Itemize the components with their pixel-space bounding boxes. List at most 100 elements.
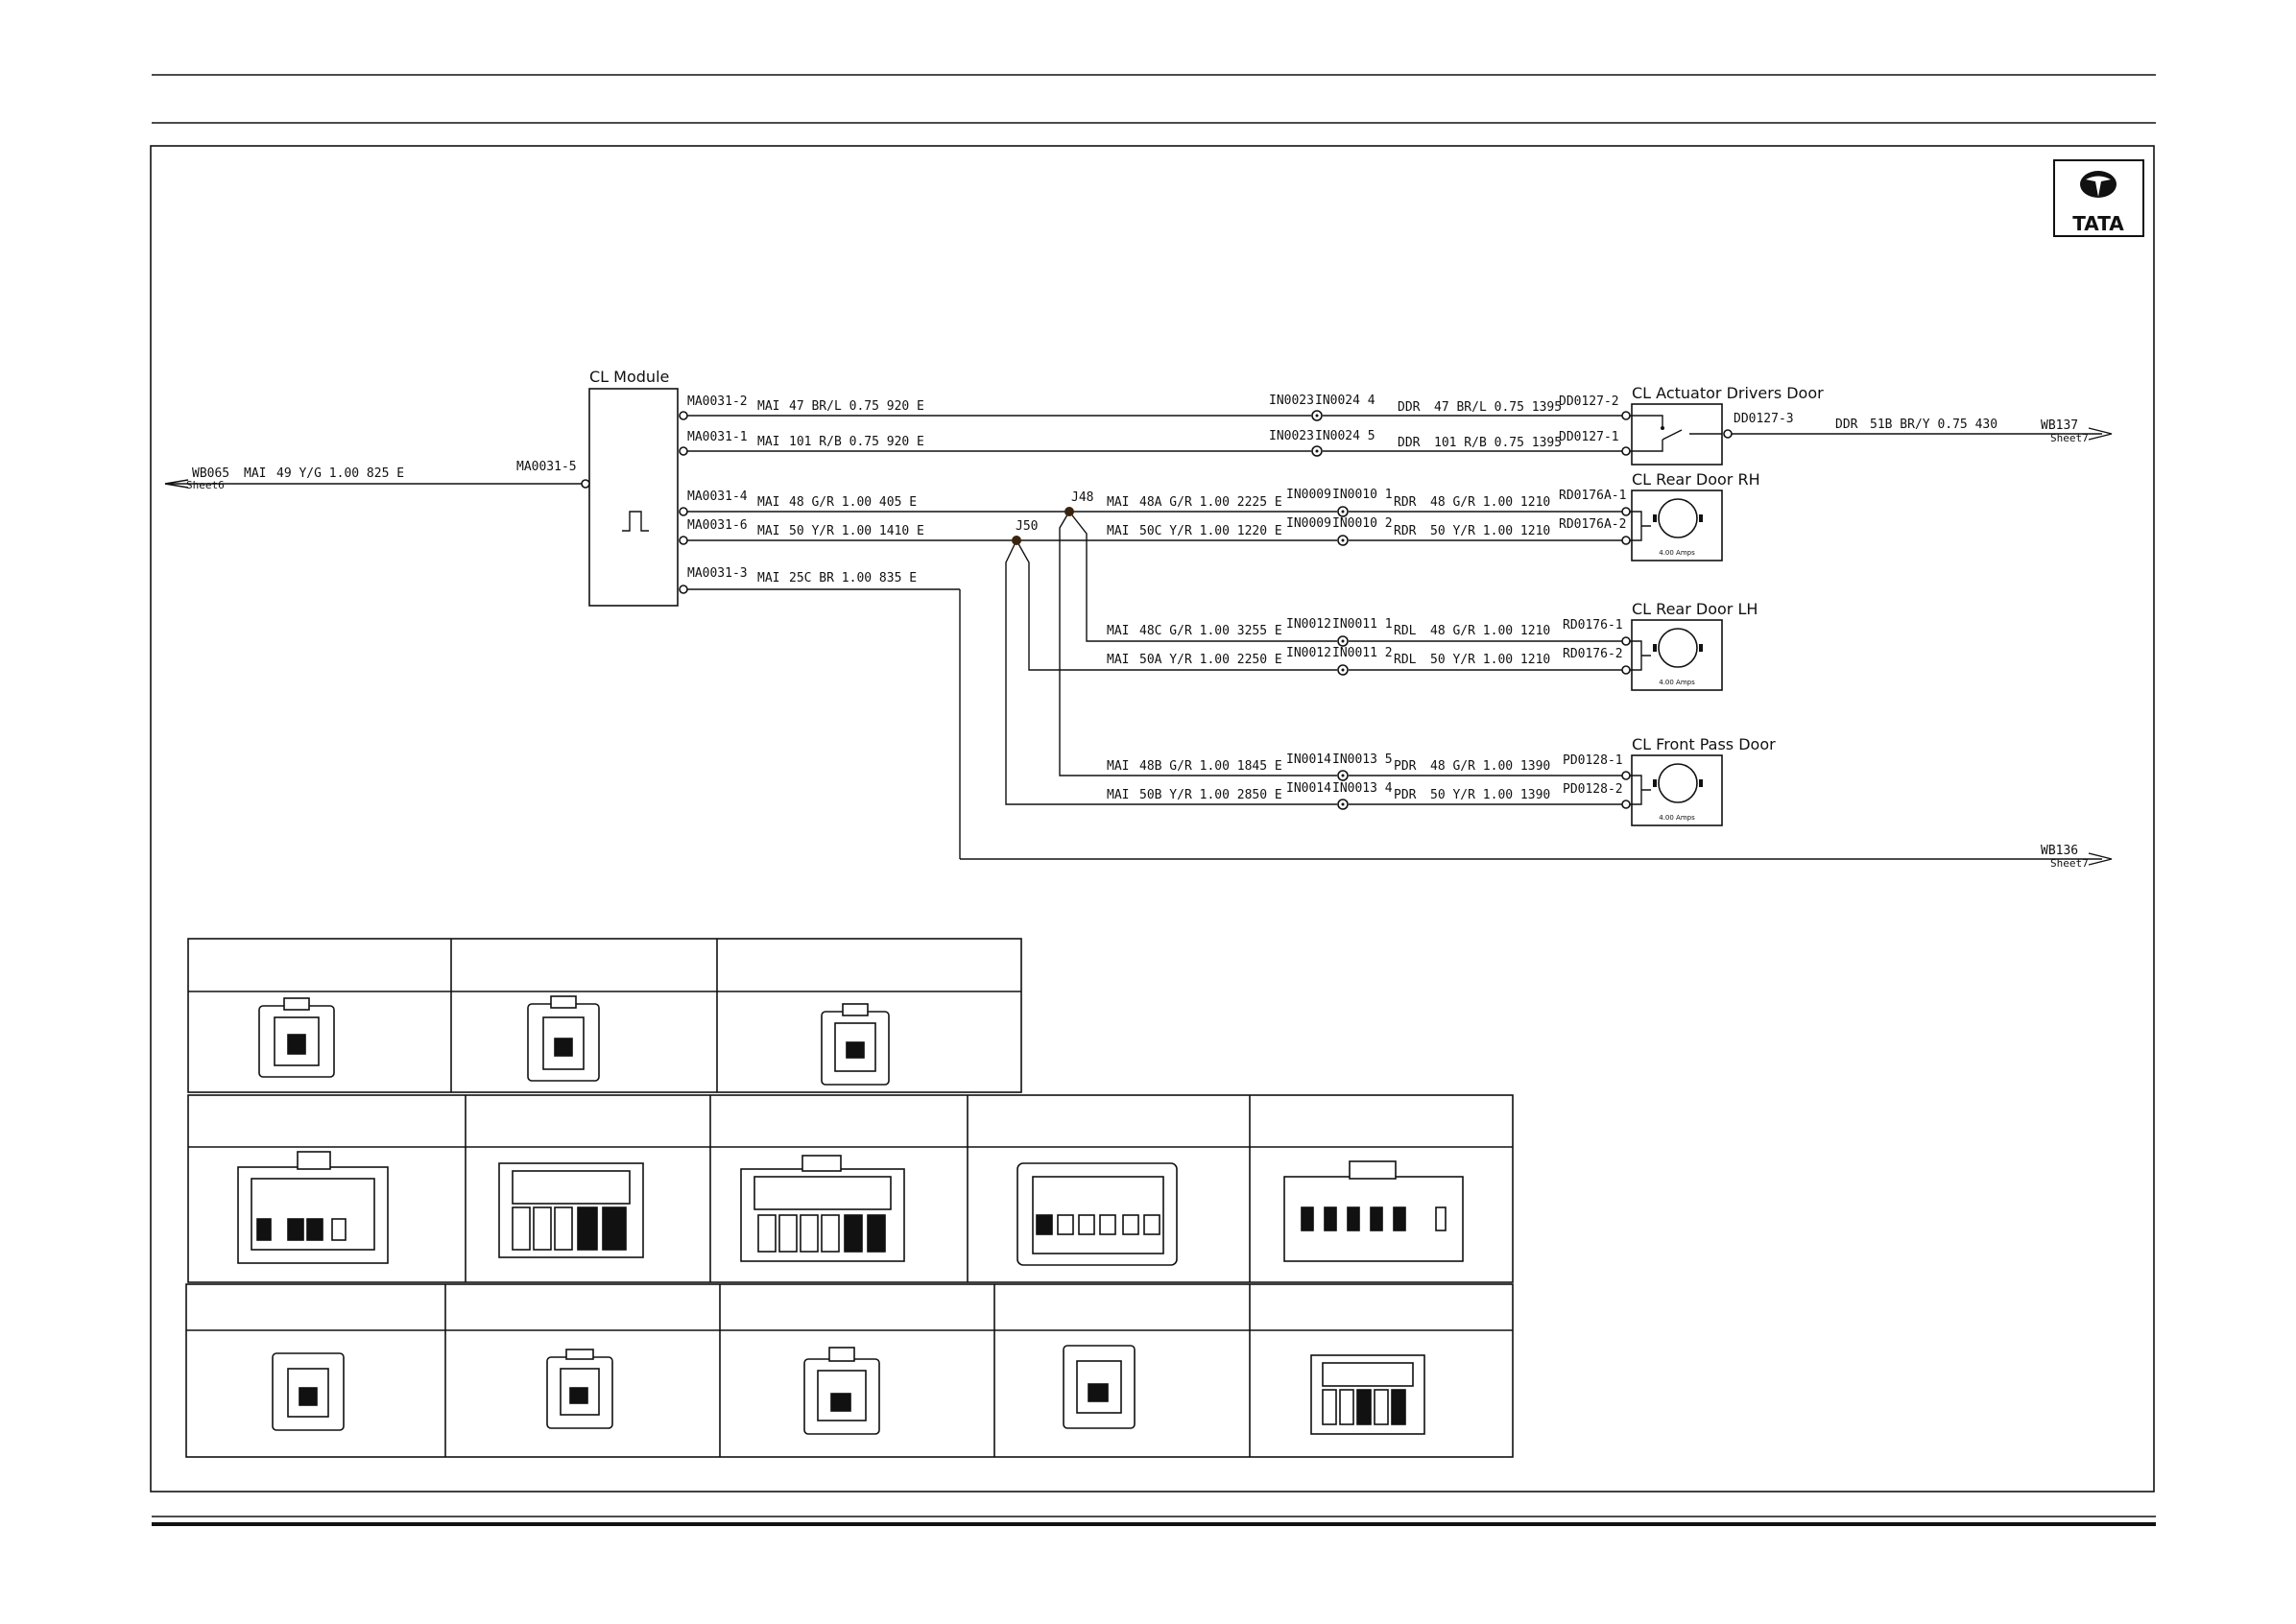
- svg-text:IN0009: IN0009: [1286, 488, 1331, 502]
- svg-text:IN0010 1: IN0010 1: [1332, 488, 1393, 502]
- connector-face-icon: [740, 1155, 905, 1262]
- svg-text:DDR: DDR: [1835, 418, 1858, 432]
- svg-text:IN0024 5: IN0024 5: [1315, 429, 1375, 443]
- svg-text:4.00 Amps: 4.00 Amps: [1659, 814, 1695, 822]
- connector-face-icon: [237, 1151, 389, 1264]
- svg-text:CL Rear Door RH: CL Rear Door RH: [1632, 470, 1760, 489]
- svg-text:MA0031-3: MA0031-3: [687, 566, 748, 581]
- svg-text:49 Y/G 1.00 825 E: 49 Y/G 1.00 825 E: [276, 466, 404, 481]
- svg-text:MAI: MAI: [757, 435, 779, 449]
- svg-text:51B BR/Y 0.75 430: 51B BR/Y 0.75 430: [1870, 418, 1997, 432]
- motor-icon: [1658, 628, 1698, 668]
- left-connector: WB065 Sheet6 MAI 49 Y/G 1.00 825 E: [164, 466, 590, 491]
- svg-text:47 BR/L 0.75 1395: 47 BR/L 0.75 1395: [1434, 400, 1562, 415]
- connector-table-row3: [185, 1283, 1514, 1458]
- svg-text:48 G/R 1.00 1210: 48 G/R 1.00 1210: [1430, 495, 1550, 510]
- svg-text:RD0176A-2: RD0176A-2: [1559, 517, 1626, 532]
- svg-text:J48: J48: [1071, 490, 1093, 505]
- svg-text:DD0127-3: DD0127-3: [1734, 412, 1794, 426]
- svg-text:PD0128-2: PD0128-2: [1563, 782, 1623, 797]
- svg-text:WB065: WB065: [192, 466, 229, 481]
- svg-text:RDL: RDL: [1394, 624, 1417, 638]
- actuator-drivers-door: CL Actuator Drivers Door DD0127-3 DDR 51…: [1621, 384, 2113, 466]
- svg-text:DD0127-2: DD0127-2: [1559, 394, 1619, 409]
- svg-text:MAI: MAI: [244, 466, 266, 481]
- svg-text:IN0011 2: IN0011 2: [1332, 646, 1393, 660]
- svg-text:MA0031-6: MA0031-6: [687, 518, 748, 533]
- svg-text:48C G/R 1.00 3255 E: 48C G/R 1.00 3255 E: [1139, 624, 1282, 638]
- svg-text:MAI: MAI: [1107, 495, 1129, 510]
- svg-text:IN0024 4: IN0024 4: [1315, 394, 1375, 408]
- svg-text:IN0023: IN0023: [1269, 429, 1314, 443]
- svg-text:Sheet7: Sheet7: [2050, 432, 2089, 444]
- svg-text:PDR: PDR: [1394, 788, 1417, 802]
- svg-text:IN0014: IN0014: [1286, 781, 1331, 796]
- svg-text:MAI: MAI: [757, 524, 779, 538]
- svg-text:MAI: MAI: [1107, 624, 1129, 638]
- svg-text:IN0013 4: IN0013 4: [1332, 781, 1393, 796]
- connector-face-icon: [1283, 1160, 1464, 1262]
- svg-text:48 G/R 1.00 405 E: 48 G/R 1.00 405 E: [789, 495, 917, 510]
- svg-text:MAI: MAI: [757, 571, 779, 585]
- svg-text:MAI: MAI: [1107, 759, 1129, 774]
- driver-door-lines: IN0023 IN0024 4 DDR 47 BR/L 0.75 1395 DD…: [1269, 394, 1619, 450]
- connector-table-row2: [187, 1094, 1514, 1283]
- splice-j48: [1064, 507, 1074, 516]
- svg-text:RDR: RDR: [1394, 495, 1417, 510]
- svg-text:IN0009: IN0009: [1286, 516, 1331, 531]
- svg-text:50C Y/R 1.00 1220 E: 50C Y/R 1.00 1220 E: [1139, 524, 1282, 538]
- tata-logo: TATA: [2053, 159, 2144, 237]
- connector-face-icon: [272, 1352, 345, 1431]
- rear-door-rh: CL Rear Door RH 4.00 Amps: [1621, 470, 1760, 561]
- svg-text:MAI: MAI: [757, 399, 779, 414]
- svg-text:IN0010 2: IN0010 2: [1332, 516, 1393, 531]
- motor-icon: [1658, 763, 1698, 803]
- svg-text:101 R/B 0.75 1395: 101 R/B 0.75 1395: [1434, 436, 1562, 450]
- connector-face-icon: [546, 1349, 613, 1429]
- svg-text:50 Y/R 1.00 1390: 50 Y/R 1.00 1390: [1430, 788, 1550, 802]
- connector-face-icon: [1310, 1354, 1425, 1435]
- bottom-connector: WB136 Sheet7: [2041, 844, 2113, 870]
- svg-text:RDL: RDL: [1394, 653, 1417, 667]
- switch-icon: [1662, 429, 1683, 441]
- svg-text:CL Rear Door LH: CL Rear Door LH: [1632, 600, 1758, 618]
- logo-text: TATA: [2072, 212, 2124, 235]
- svg-text:RD0176A-1: RD0176A-1: [1559, 489, 1626, 503]
- svg-text:CL Front Pass Door: CL Front Pass Door: [1632, 735, 1776, 753]
- svg-text:WB137: WB137: [2041, 418, 2078, 433]
- splice-j50: [1012, 536, 1021, 545]
- branch-labels: MAI 48A G/R 1.00 2225 E IN0009 IN0010 1 …: [1107, 488, 1626, 802]
- svg-text:IN0012: IN0012: [1286, 617, 1331, 632]
- connector-face-icon: [498, 1162, 644, 1258]
- svg-text:MAI: MAI: [757, 495, 779, 510]
- svg-text:50 Y/R 1.00 1410 E: 50 Y/R 1.00 1410 E: [789, 524, 924, 538]
- svg-text:DD0127-1: DD0127-1: [1559, 430, 1619, 444]
- inline-connectors: [1311, 410, 1349, 810]
- svg-text:J50: J50: [1016, 519, 1038, 534]
- pulse-icon: [622, 511, 649, 532]
- connector-face-icon: [527, 995, 600, 1082]
- svg-text:4.00 Amps: 4.00 Amps: [1659, 679, 1695, 686]
- rear-door-lh: CL Rear Door LH 4.00 Amps: [1621, 600, 1758, 691]
- connector-face-icon: [1016, 1162, 1178, 1266]
- connector-face-icon: [821, 1003, 890, 1086]
- svg-text:48 G/R 1.00 1390: 48 G/R 1.00 1390: [1430, 759, 1550, 774]
- off-sheet-arrow-icon: [2088, 427, 2113, 441]
- connector-face-icon: [1063, 1345, 1136, 1429]
- front-pass-door: CL Front Pass Door 4.00 Amps: [1621, 735, 1776, 826]
- motor-icon: [1658, 498, 1698, 538]
- svg-text:48B G/R 1.00 1845 E: 48B G/R 1.00 1845 E: [1139, 759, 1282, 774]
- svg-text:MA0031-1: MA0031-1: [687, 430, 748, 444]
- wires: [687, 415, 2102, 860]
- svg-text:PD0128-1: PD0128-1: [1563, 753, 1623, 768]
- svg-text:RDR: RDR: [1394, 524, 1417, 538]
- svg-text:MAI: MAI: [1107, 788, 1129, 802]
- svg-text:MAI: MAI: [1107, 524, 1129, 538]
- svg-text:101 R/B 0.75 920 E: 101 R/B 0.75 920 E: [789, 435, 924, 449]
- connector-faces: [237, 995, 1464, 1435]
- svg-text:48A G/R 1.00 2225 E: 48A G/R 1.00 2225 E: [1139, 495, 1282, 510]
- svg-text:CL Actuator Drivers Door: CL Actuator Drivers Door: [1632, 384, 1824, 402]
- connector-face-icon: [258, 997, 335, 1078]
- svg-text:WB136: WB136: [2041, 844, 2078, 858]
